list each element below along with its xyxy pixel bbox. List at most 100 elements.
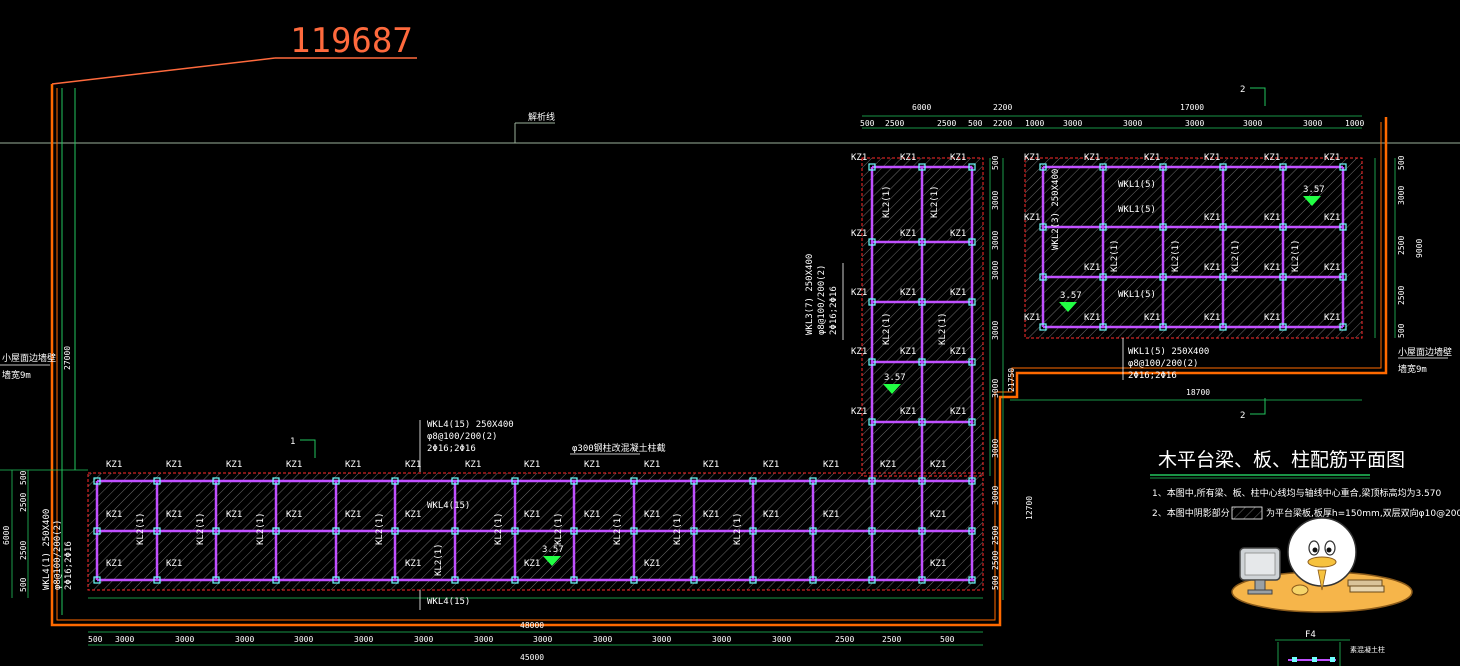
column-marker	[93, 527, 101, 535]
kz-label: KZ1	[900, 153, 916, 163]
column-marker	[272, 527, 280, 535]
column-labels: KZ1 KZ1 KZ1 KZ1 KZ1 KZ1 KZ1 KZ1 KZ1 KZ1 …	[106, 153, 1340, 569]
kz-label: KZ1	[703, 510, 719, 520]
column-marker	[918, 163, 926, 171]
column-marker	[1279, 163, 1287, 171]
bay-dimension: 2500	[882, 635, 901, 644]
bay-dimension: 3000	[354, 635, 373, 644]
column-marker	[918, 418, 926, 426]
vbeam-label: KL2(1)	[882, 185, 892, 218]
vbeam-label: KL2(1)	[1110, 239, 1120, 272]
bay-dimension: 500	[968, 119, 983, 128]
kz-label: KZ1	[1264, 213, 1280, 223]
level-mark: 3.57	[1060, 291, 1082, 301]
column-marker	[968, 576, 976, 584]
level-triangle	[1303, 196, 1321, 206]
column-marker	[1039, 323, 1047, 331]
kz-label: KZ1	[1264, 153, 1280, 163]
dim-top-right-total: 17000	[1180, 103, 1204, 112]
column-marker	[749, 527, 757, 535]
kz-label: KZ1	[405, 510, 421, 520]
bay-dimension: 3000	[772, 635, 791, 644]
vbeam-label: KL2(1)	[613, 512, 623, 545]
vbeam-label: KL2(1)	[1291, 239, 1301, 272]
kz-label: KZ1	[950, 288, 966, 298]
dim-top-mid: 2200	[993, 103, 1012, 112]
column-marker	[868, 527, 876, 535]
bay-dimension: 3000	[991, 486, 1000, 505]
wkl1-bottom-c: 2Φ16;2Φ16	[1128, 371, 1177, 381]
column-marker	[1159, 323, 1167, 331]
kz-label: KZ1	[851, 229, 867, 239]
kz-label: KZ1	[286, 460, 302, 470]
bay-dimension: 3000	[115, 635, 134, 644]
kz-label: KZ1	[1204, 153, 1220, 163]
vbeam-label: KL2(1)	[196, 512, 206, 545]
column-marker	[451, 527, 459, 535]
beam-grid-wing	[1041, 165, 1345, 329]
column-marker	[868, 163, 876, 171]
column-marker	[1219, 223, 1227, 231]
dim-right-total: 18700	[1186, 388, 1210, 397]
column-marker	[968, 358, 976, 366]
bay-dimension: 3000	[991, 231, 1000, 250]
left-beam-label-a: WKL4(1) 250X400	[42, 509, 52, 590]
vbeam-label: KL2(1)	[1171, 239, 1181, 272]
column-marker	[451, 576, 459, 584]
column-marker	[1339, 323, 1347, 331]
mini-legend-mark: F4	[1305, 630, 1316, 640]
column-marker	[391, 477, 399, 485]
dim-inner-bottom: 48000	[520, 621, 544, 630]
wkl4-mid-label: WKL4(15)	[427, 501, 470, 511]
kz-label: KZ1	[1024, 153, 1040, 163]
column-marker	[1099, 163, 1107, 171]
section-2-top-label: 2	[1240, 85, 1245, 95]
left-beam-label-b: φ8@100/200(2)	[53, 520, 63, 590]
left-height-dim: 27000	[63, 346, 72, 370]
level-triangle	[883, 384, 901, 394]
wkl2-label: WKL2(3) 250X400	[1051, 169, 1061, 250]
kz-label: KZ1	[166, 559, 182, 569]
column-marker	[1159, 163, 1167, 171]
column-marker	[332, 477, 340, 485]
column-marker	[451, 477, 459, 485]
section-1-label: 1	[290, 437, 295, 447]
column-marker	[570, 576, 578, 584]
column-marker	[630, 527, 638, 535]
wkl3-label-a: WKL3(7) 250X400	[805, 254, 815, 335]
column-marker	[1039, 163, 1047, 171]
wkl4-label-a: WKL4(15) 250X400	[427, 420, 514, 430]
bay-dimension: 500	[1397, 323, 1406, 338]
kz-label: KZ1	[851, 407, 867, 417]
column-marker	[809, 477, 817, 485]
dim-top-left-total: 6000	[912, 103, 931, 112]
slab-right-wing	[1024, 157, 1363, 339]
column-marker	[968, 298, 976, 306]
column-marker	[1339, 273, 1347, 281]
kz-label: KZ1	[763, 510, 779, 520]
left-beam-label-c: 2Φ16;2Φ16	[64, 541, 74, 590]
level-mark: 3.57	[884, 373, 906, 383]
level-triangle	[543, 556, 561, 566]
vbeam-label: KL2(1)	[930, 185, 940, 218]
column-marker	[1099, 223, 1107, 231]
kz-label: KZ1	[1204, 263, 1220, 273]
column-marker	[690, 477, 698, 485]
column-marker	[332, 576, 340, 584]
column-marker	[868, 298, 876, 306]
bay-dimension: 2500	[19, 493, 28, 512]
bay-dimension: 500	[1397, 155, 1406, 170]
column-marker	[918, 238, 926, 246]
left-label-a: 小屋面边墙壁	[2, 352, 56, 364]
column-marker	[690, 527, 698, 535]
vbeam-label: KL2(1)	[673, 512, 683, 545]
kz-label: KZ1	[345, 510, 361, 520]
kz-label: KZ1	[930, 559, 946, 569]
bay-dimension: 2500	[1397, 236, 1406, 255]
bay-dimension: 3000	[414, 635, 433, 644]
column-marker	[1219, 273, 1227, 281]
kz-label: KZ1	[1144, 153, 1160, 163]
note-2-tail: 为平台梁板,板厚h=150mm,双层双向φ10@200拉筋	[1266, 507, 1460, 519]
right-label-a: 小屋面边墙壁	[1398, 346, 1452, 358]
